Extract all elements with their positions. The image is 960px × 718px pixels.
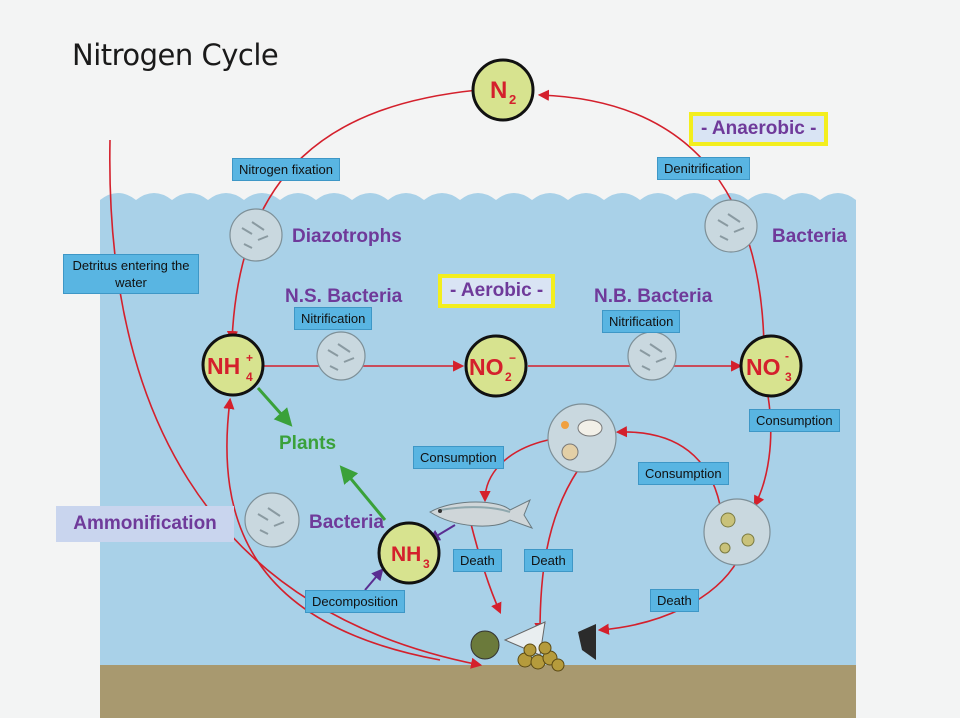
svg-text:+: + (246, 351, 253, 365)
bacteria-squiggle-icon (241, 213, 745, 535)
sediment (100, 665, 856, 718)
node-nh4: NH + 4 (201, 333, 265, 397)
svg-text:NH: NH (207, 353, 240, 379)
label-death-3: Death (650, 589, 699, 612)
heading-anaerobic: - Anaerobic - (689, 112, 829, 146)
svg-text:3: 3 (785, 370, 792, 384)
bacteria-cluster-icon (229, 199, 758, 548)
page-title: Nitrogen Cycle (72, 38, 279, 72)
heading-ns-bacteria: N.S. Bacteria (285, 286, 403, 307)
svg-text:2: 2 (505, 370, 512, 384)
label-consumption-mid: Consumption (413, 446, 504, 469)
arrow-nh3-plants (339, 465, 387, 521)
arrow-decomp-nh3 (364, 568, 384, 591)
node-no3: NO - 3 (739, 334, 803, 398)
label-decomposition: Decomposition (305, 590, 405, 613)
svg-text:NO: NO (469, 354, 504, 380)
svg-text:NH: NH (391, 543, 421, 566)
heading-ammonification: Ammonification (56, 506, 234, 542)
label-nitrification-1: Nitrification (294, 307, 373, 330)
detritus-pile-icon (470, 621, 596, 672)
heading-diazotrophs: Diazotrophs (292, 226, 402, 247)
svg-text:N: N (490, 77, 507, 104)
svg-text:-: - (785, 349, 789, 363)
zooplankton-icon (547, 403, 617, 473)
arrow-nh4-plants (256, 387, 293, 427)
svg-text:3: 3 (423, 557, 430, 571)
svg-text:−: − (509, 351, 516, 365)
svg-text:NO: NO (746, 354, 781, 380)
heading-nb-bacteria: N.B. Bacteria (594, 286, 713, 307)
label-death-2: Death (524, 549, 573, 572)
node-nh3: NH 3 (377, 521, 441, 585)
svg-text:4: 4 (246, 370, 253, 384)
phytoplankton-detail (719, 512, 755, 554)
arc-n2-to-nh4 (226, 89, 479, 343)
heading-bacteria-right: Bacteria (772, 226, 847, 247)
fish-icon (429, 498, 534, 529)
water (100, 193, 856, 665)
node-n2: N 2 (471, 58, 535, 122)
zooplankton-detail (561, 419, 603, 461)
arrow-plankton-zoo (615, 426, 721, 506)
heading-plants: Plants (279, 433, 337, 454)
svg-text:2: 2 (509, 92, 516, 107)
node-no2: NO − 2 (464, 334, 528, 398)
label-detritus: Detritus entering the water (63, 254, 199, 294)
label-consumption-left: Consumption (638, 462, 729, 485)
label-denitrification: Denitrification (657, 157, 750, 180)
heading-bacteria-bottom: Bacteria (309, 512, 384, 533)
label-nitrification-2: Nitrification (602, 310, 681, 333)
label-death-1: Death (453, 549, 502, 572)
phytoplankton-icon (703, 498, 771, 566)
label-consumption-right: Consumption (749, 409, 840, 432)
arrow-fish-death (469, 519, 502, 615)
heading-aerobic: - Aerobic - (438, 274, 556, 308)
label-nitrogen-fixation: Nitrogen fixation (232, 158, 340, 181)
arc-detritus (109, 139, 483, 669)
